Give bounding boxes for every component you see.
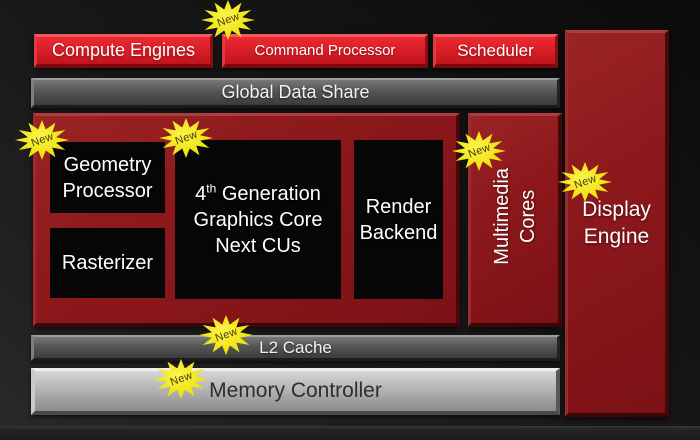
memory-controller-label: Memory Controller <box>209 379 382 402</box>
l2-cache-label: L2 Cache <box>259 337 332 357</box>
block-render-backend: Render Backend <box>354 140 443 299</box>
block-rasterizer: Rasterizer <box>50 228 165 298</box>
render-backend-label: Render Backend <box>359 195 438 244</box>
block-command-processor: Command Processor <box>222 34 428 68</box>
scheduler-label: Scheduler <box>457 40 534 60</box>
command-processor-label: Command Processor <box>254 42 396 59</box>
gcn-cus-label: 4th Generation Graphics Core Next CUs <box>193 180 323 257</box>
block-l2-cache: L2 Cache <box>31 335 560 361</box>
multimedia-cores-label: Multimedia Cores <box>490 167 539 265</box>
block-global-data-share: Global Data Share <box>31 78 560 108</box>
block-compute-engines: Compute Engines <box>34 34 213 68</box>
block-memory-controller: Memory Controller <box>31 368 560 415</box>
gcn-superscript: th <box>206 180 217 195</box>
block-scheduler: Scheduler <box>433 34 558 68</box>
display-engine-label: Display Engine <box>582 198 651 248</box>
geometry-processor-label: Geometry Processor <box>62 153 153 202</box>
block-gcn-cus: 4th Generation Graphics Core Next CUs <box>175 140 341 299</box>
global-data-share-label: Global Data Share <box>221 82 370 102</box>
floor-strip <box>0 426 700 440</box>
block-display-engine: Display Engine <box>565 30 669 417</box>
block-geometry-processor: Geometry Processor <box>50 142 165 213</box>
rasterizer-label: Rasterizer <box>61 252 154 274</box>
compute-engines-label: Compute Engines <box>51 40 196 60</box>
